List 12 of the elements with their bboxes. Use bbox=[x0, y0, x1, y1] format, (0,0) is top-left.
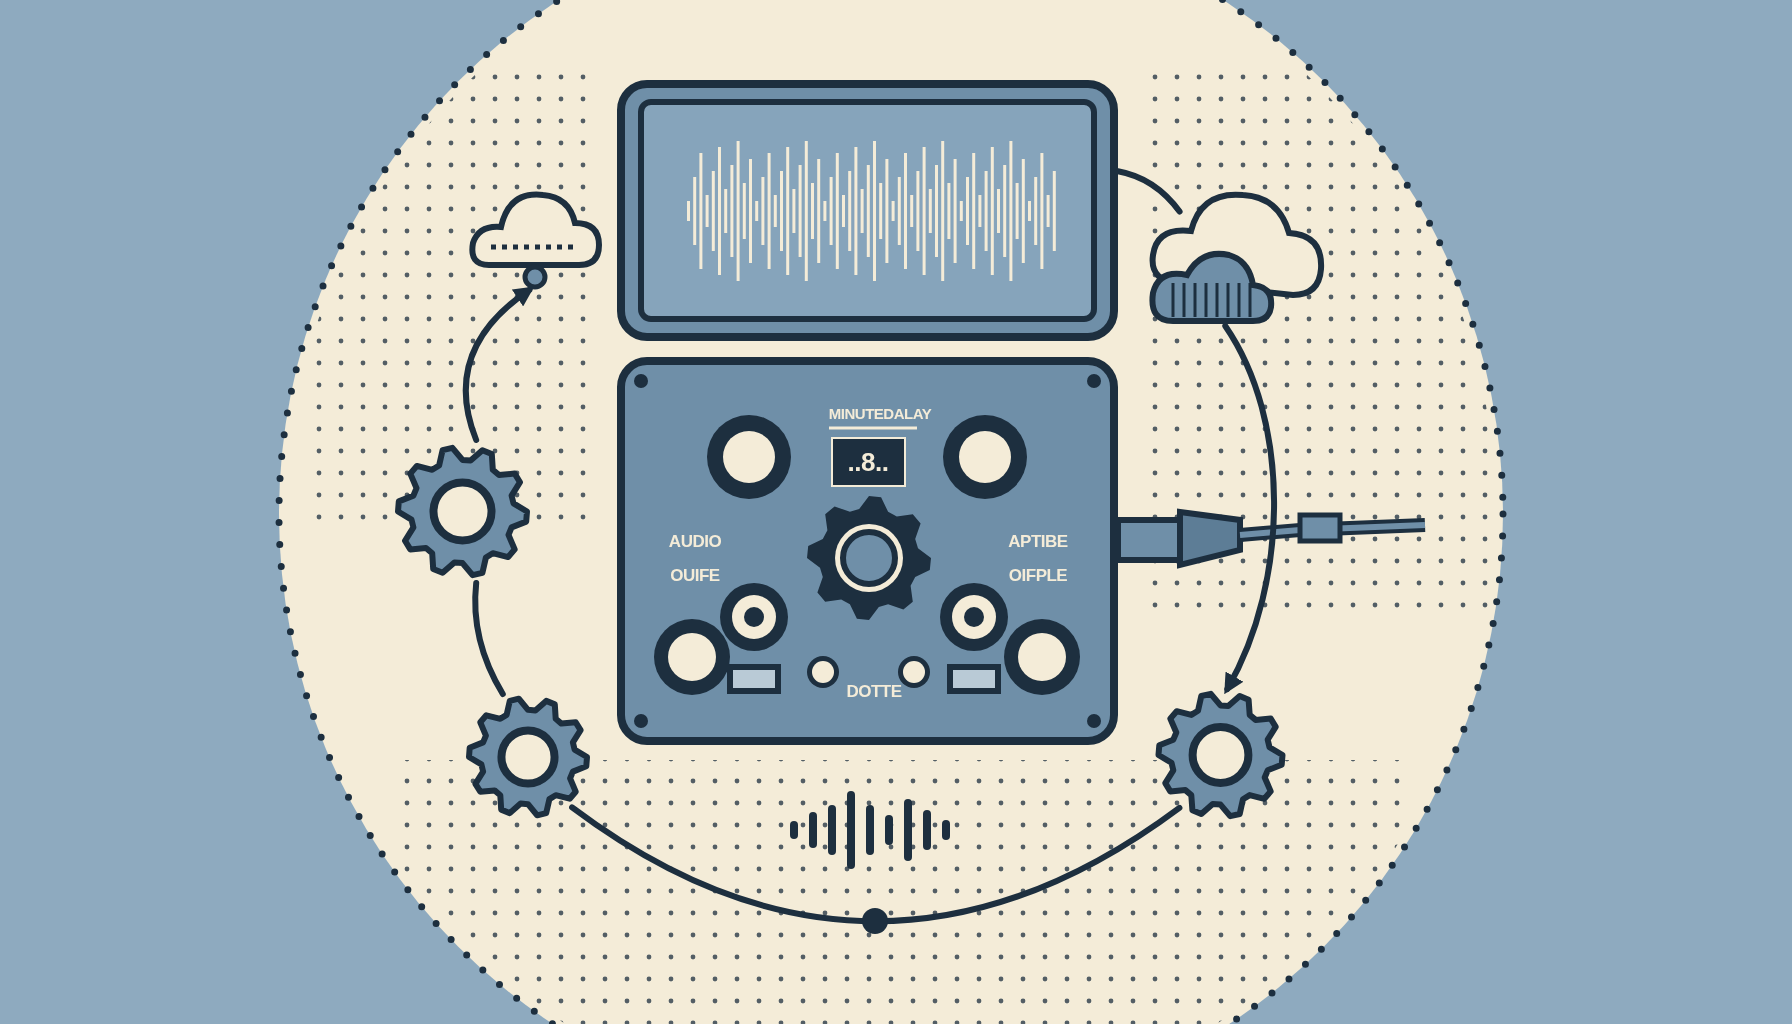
connector-line bbox=[472, 580, 506, 697]
panel-label: APTIBE OIFPLE bbox=[1007, 531, 1069, 587]
waveform-screen bbox=[617, 80, 1118, 341]
gear-icon bbox=[465, 694, 591, 820]
arrow bbox=[1222, 323, 1278, 695]
control-panel bbox=[617, 357, 1118, 745]
panel-label: AUDIO OUIFE bbox=[667, 531, 723, 587]
connector-line bbox=[569, 804, 1183, 925]
panel-label: DOTTE bbox=[846, 681, 902, 703]
arrow bbox=[462, 286, 535, 443]
digital-readout: ..8.. bbox=[847, 446, 889, 479]
panel-label: MINUTEDALAY bbox=[828, 404, 932, 424]
